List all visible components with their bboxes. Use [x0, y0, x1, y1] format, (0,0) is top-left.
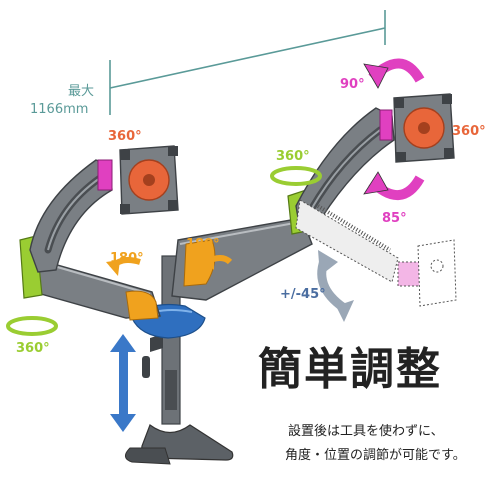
left-vesa-plate: [119, 145, 179, 215]
right-lower-arm: [171, 217, 313, 301]
left-lower-arm: [33, 259, 161, 321]
center-elbow-arrow: [200, 254, 233, 270]
height-knob: [142, 334, 163, 378]
description-line-2: 角度・位置の調節が可能です。: [285, 448, 466, 463]
description: 設置後は工具を使わずに、 角度・位置の調節が可能です。: [285, 420, 495, 468]
left-elbow-label: 180°: [110, 251, 144, 266]
right-head-rotation-label: 360°: [452, 124, 486, 139]
base-swivel-arrow: [6, 316, 58, 336]
side-tilt-arrow: [317, 250, 354, 322]
left-gas-spring-arm: [19, 159, 113, 299]
max-reach-value: 1166mm: [30, 102, 88, 117]
arm-swivel-arrow: [270, 166, 322, 186]
center-elbow-label: 180°: [186, 237, 220, 252]
left-head-rotation-label: 360°: [108, 129, 142, 144]
headline: 簡単調整: [258, 344, 442, 395]
bottom-tilt-arrow: [363, 171, 425, 201]
top-tilt-label: 90°: [340, 77, 365, 92]
left-elbow-arrow: [106, 257, 141, 276]
arm-swivel-label: 360°: [276, 149, 310, 164]
pole: [161, 255, 181, 425]
right-vesa-plate: [393, 93, 455, 163]
max-reach-label: 最大: [68, 84, 94, 99]
side-tilt-label: +/-45°: [280, 287, 326, 302]
max-reach-dimension: [109, 10, 386, 115]
height-adjust-arrow: [110, 334, 136, 432]
base-swivel-label: 360°: [16, 341, 50, 356]
description-line-1: 設置後は工具を使わずに、: [288, 424, 444, 439]
ghost-vesa-plate: [417, 239, 457, 307]
desk-clamp-base: [125, 424, 234, 465]
bottom-tilt-label: 85°: [382, 211, 407, 226]
top-tilt-arrow: [363, 58, 425, 89]
